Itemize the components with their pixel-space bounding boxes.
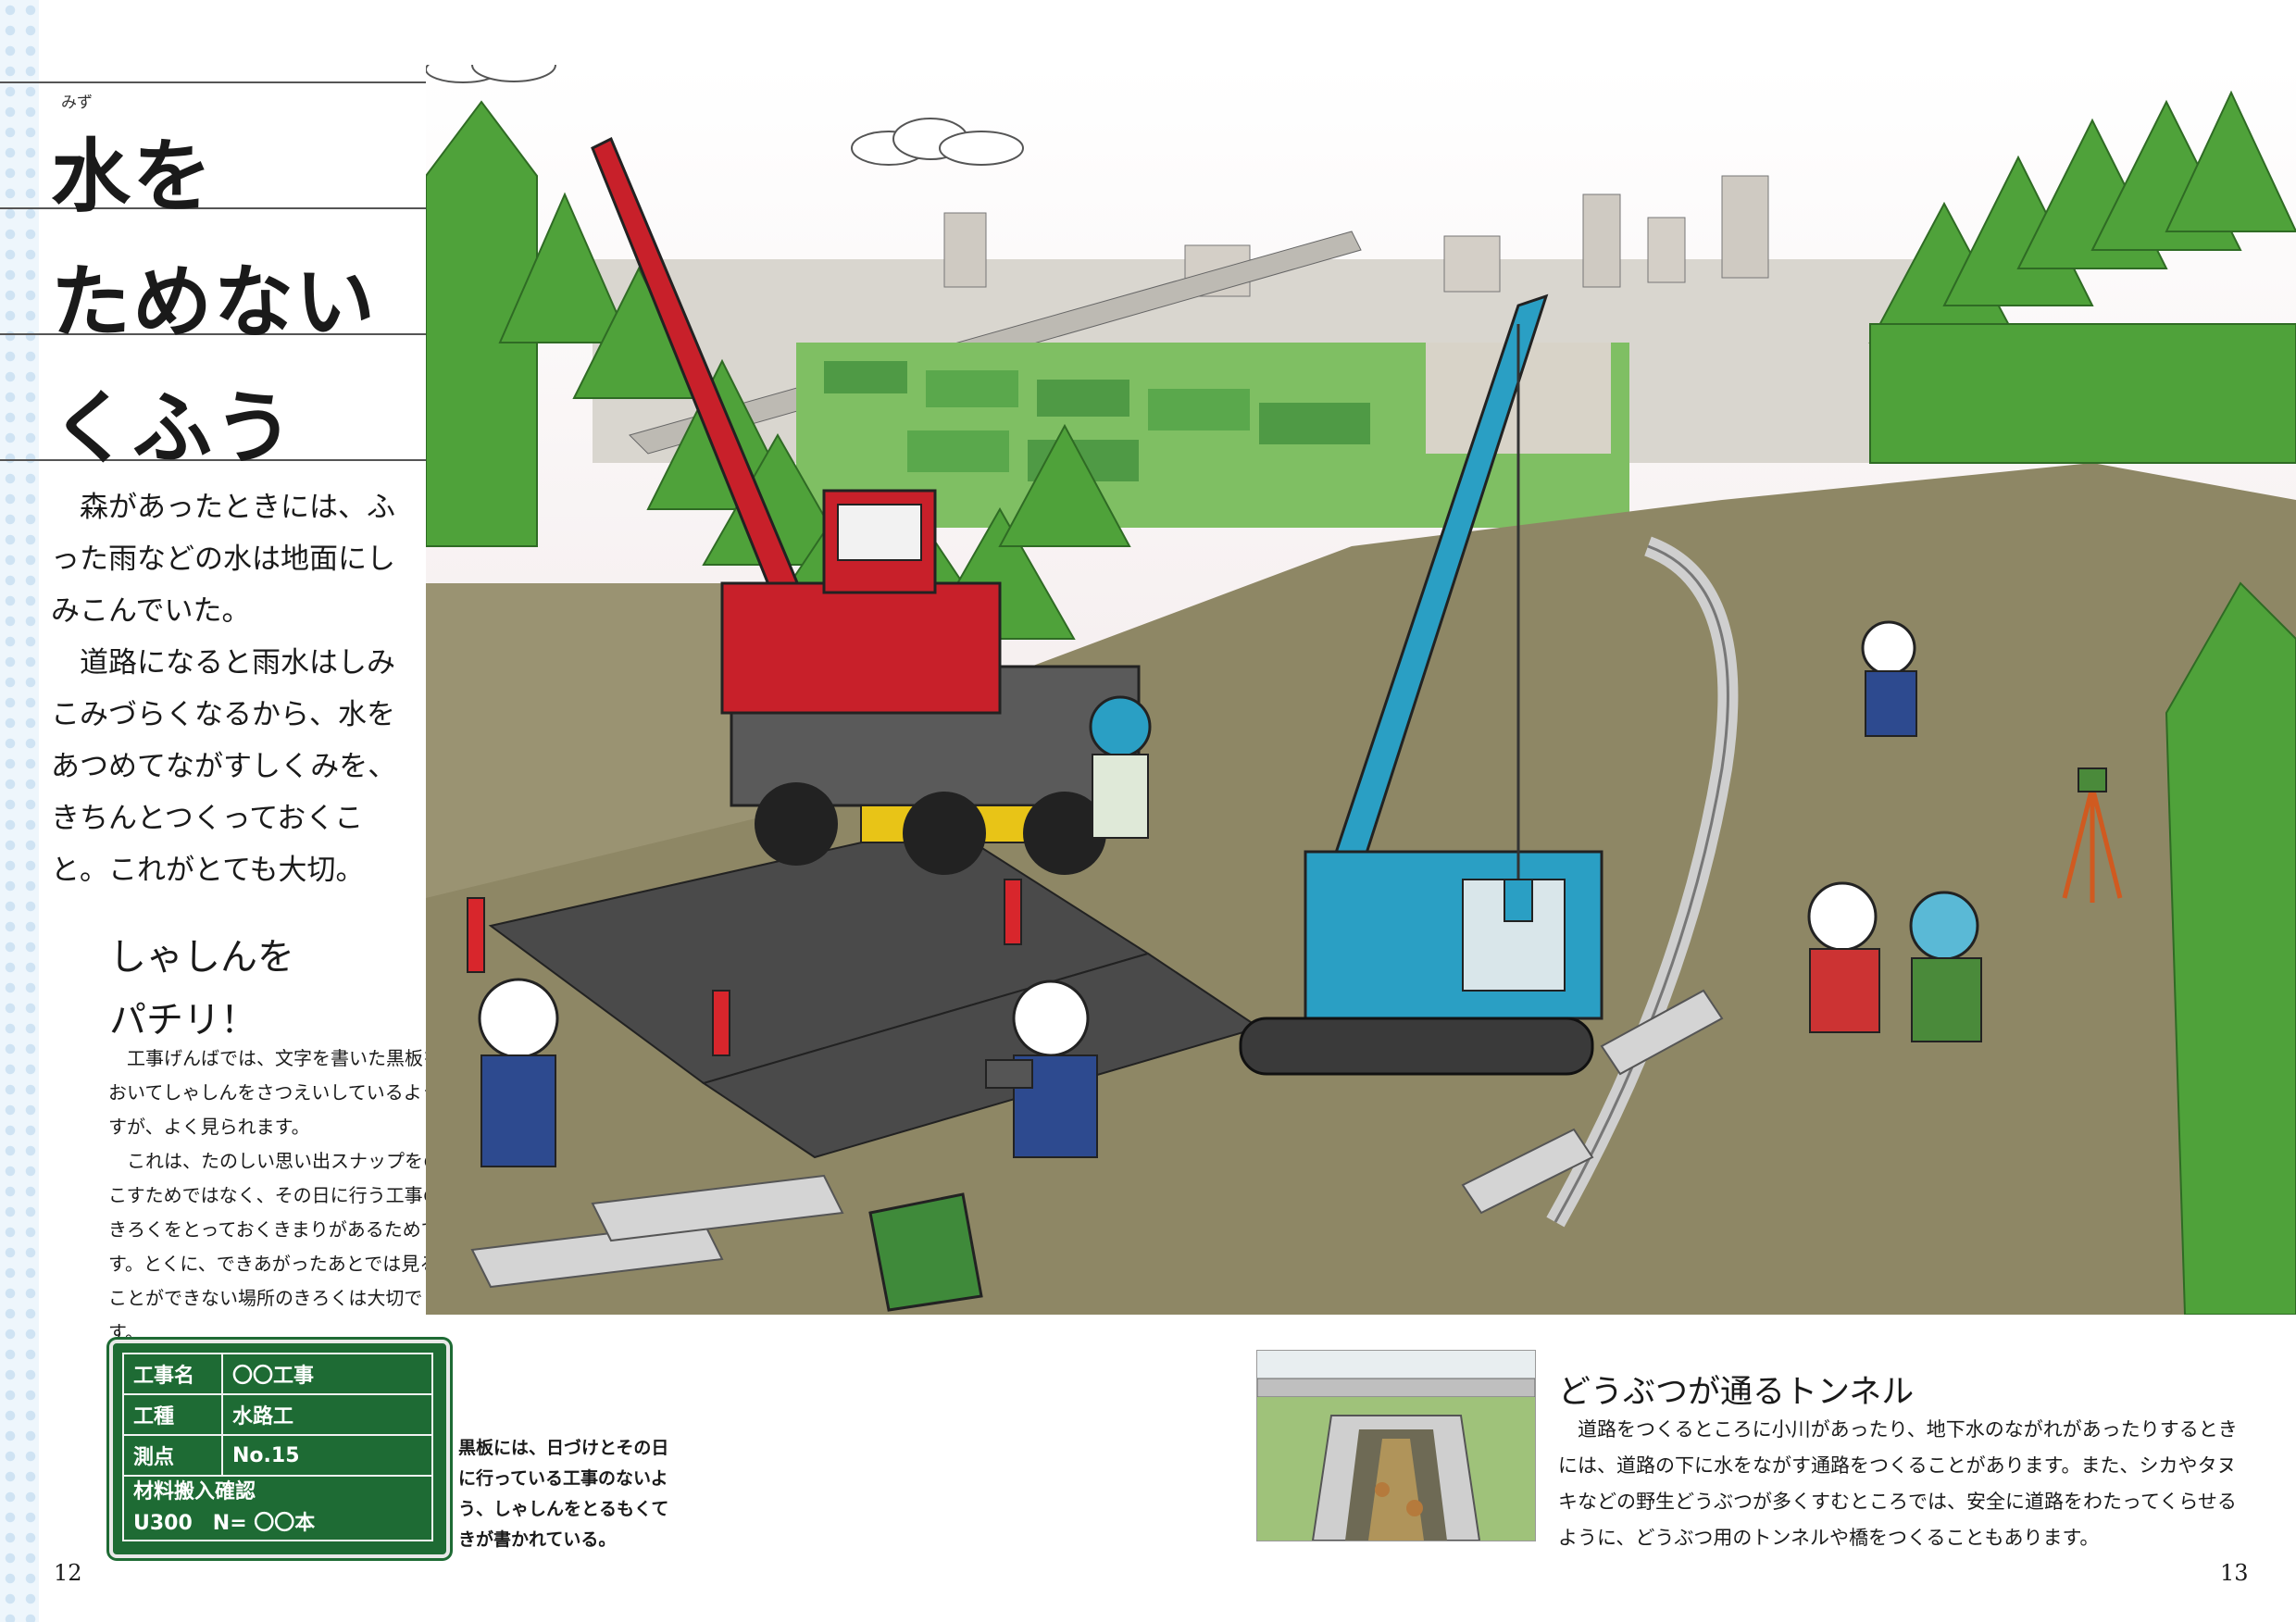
intro-text: 森があったときには、ふった雨などの水は地面にしみこんでいた。 道路になると雨水は… [51,481,407,896]
chalkboard-row: 工事名 〇〇工事 [122,1353,433,1395]
photo-paragraph-1: 工事げんばでは、文字を書いた黒板をおいてしゃしんをさつえいしているようすが、よく… [108,1047,442,1138]
photo-section-heading: しゃしんを パチリ！ [109,926,294,1052]
page-margin-pattern [0,0,39,1622]
construction-site-illustration [426,65,2296,1315]
chalkboard-row: 工種 水路工 [122,1393,433,1436]
worker [1909,891,1982,1042]
chalkboard-caption: 黒板には、日づけとその日に行っている工事のないよう、しゃしんをとるもくてきが書か… [458,1438,669,1550]
chalkboard-row: 材料搬入確認 U300 N= 〇〇本 [122,1475,433,1541]
page-number-left: 12 [54,1560,82,1586]
chalkboard-key: 工種 [122,1393,223,1436]
page-number-right: 13 [2220,1560,2249,1586]
photo-heading-line-1: しゃしんを [109,936,294,979]
title-rule [0,335,426,461]
chalkboard-material: 材料搬入確認 U300 N= 〇〇本 [122,1475,433,1541]
photo-heading-line-2: パチリ！ [109,999,257,1042]
blue-crane [1239,293,1603,1076]
survey-tripod [2062,767,2123,903]
forest-right [1868,90,2296,1315]
worker-photographer [985,979,1098,1158]
drainage-channel-edge [1554,544,1729,1223]
illustration-svg [426,65,2296,1315]
photo-section-body: 工事げんばでは、文字を書いた黒板をおいてしゃしんをさつえいしているようすが、よく… [108,1042,442,1350]
title-rule-top [0,81,426,83]
title-rule [0,209,426,335]
cloud [851,118,1024,166]
animal-tunnel-heading: どうぶつが通るトンネル [1558,1374,1915,1411]
worker [1807,881,1880,1033]
page-title-line-3: くふう [51,382,295,475]
chalkboard-key: 測点 [122,1434,223,1477]
photo-paragraph-2: これは、たのしい思い出スナップをのこすためではなく、その日に行う工事のきろくをと… [108,1150,442,1343]
chalkboard-material-label: 材料搬入確認 [133,1480,256,1503]
chalkboard-material-value: U300 N= 〇〇本 [133,1512,316,1535]
page-title-line-2: ためない [51,256,377,349]
title-rule [0,83,426,209]
chalkboard-value: No.15 [221,1434,433,1477]
intro-paragraph-1: 森があったときには、ふった雨などの水は地面にしみこんでいた。 [51,491,395,628]
construction-chalkboard: 工事名 〇〇工事 工種 水路工 測点 No.15 材料搬入確認 U300 N= … [109,1340,450,1558]
chalkboard-key: 工事名 [122,1353,223,1395]
worker [1089,695,1152,839]
traffic-cones [467,879,1022,1056]
small-signboard [868,1192,983,1312]
cloud [426,65,556,83]
concrete-channels [470,989,1724,1289]
worker [1861,620,1917,737]
animal-tunnel-body: 道路をつくるところに小川があったり、地下水のながれがあったりするときには、道路の… [1558,1418,2238,1549]
animal-tunnel-illustration [1256,1350,1536,1541]
red-crane [591,136,1141,875]
page-title-line-1: 水を [51,131,214,223]
chalkboard-value: 水路工 [221,1393,433,1436]
intro-paragraph-2: 道路になると雨水はしみこみづらくなるから、水をあつめてながすしくみを、きちんとつ… [51,646,397,887]
worker [478,978,559,1167]
animal-tunnel-svg [1257,1351,1535,1541]
title-ruby: みず [61,94,93,112]
chalkboard-table: 工事名 〇〇工事 工種 水路工 測点 No.15 材料搬入確認 U300 N= … [122,1353,433,1541]
chalkboard-row: 測点 No.15 [122,1434,433,1477]
chalkboard-value: 〇〇工事 [221,1353,433,1395]
